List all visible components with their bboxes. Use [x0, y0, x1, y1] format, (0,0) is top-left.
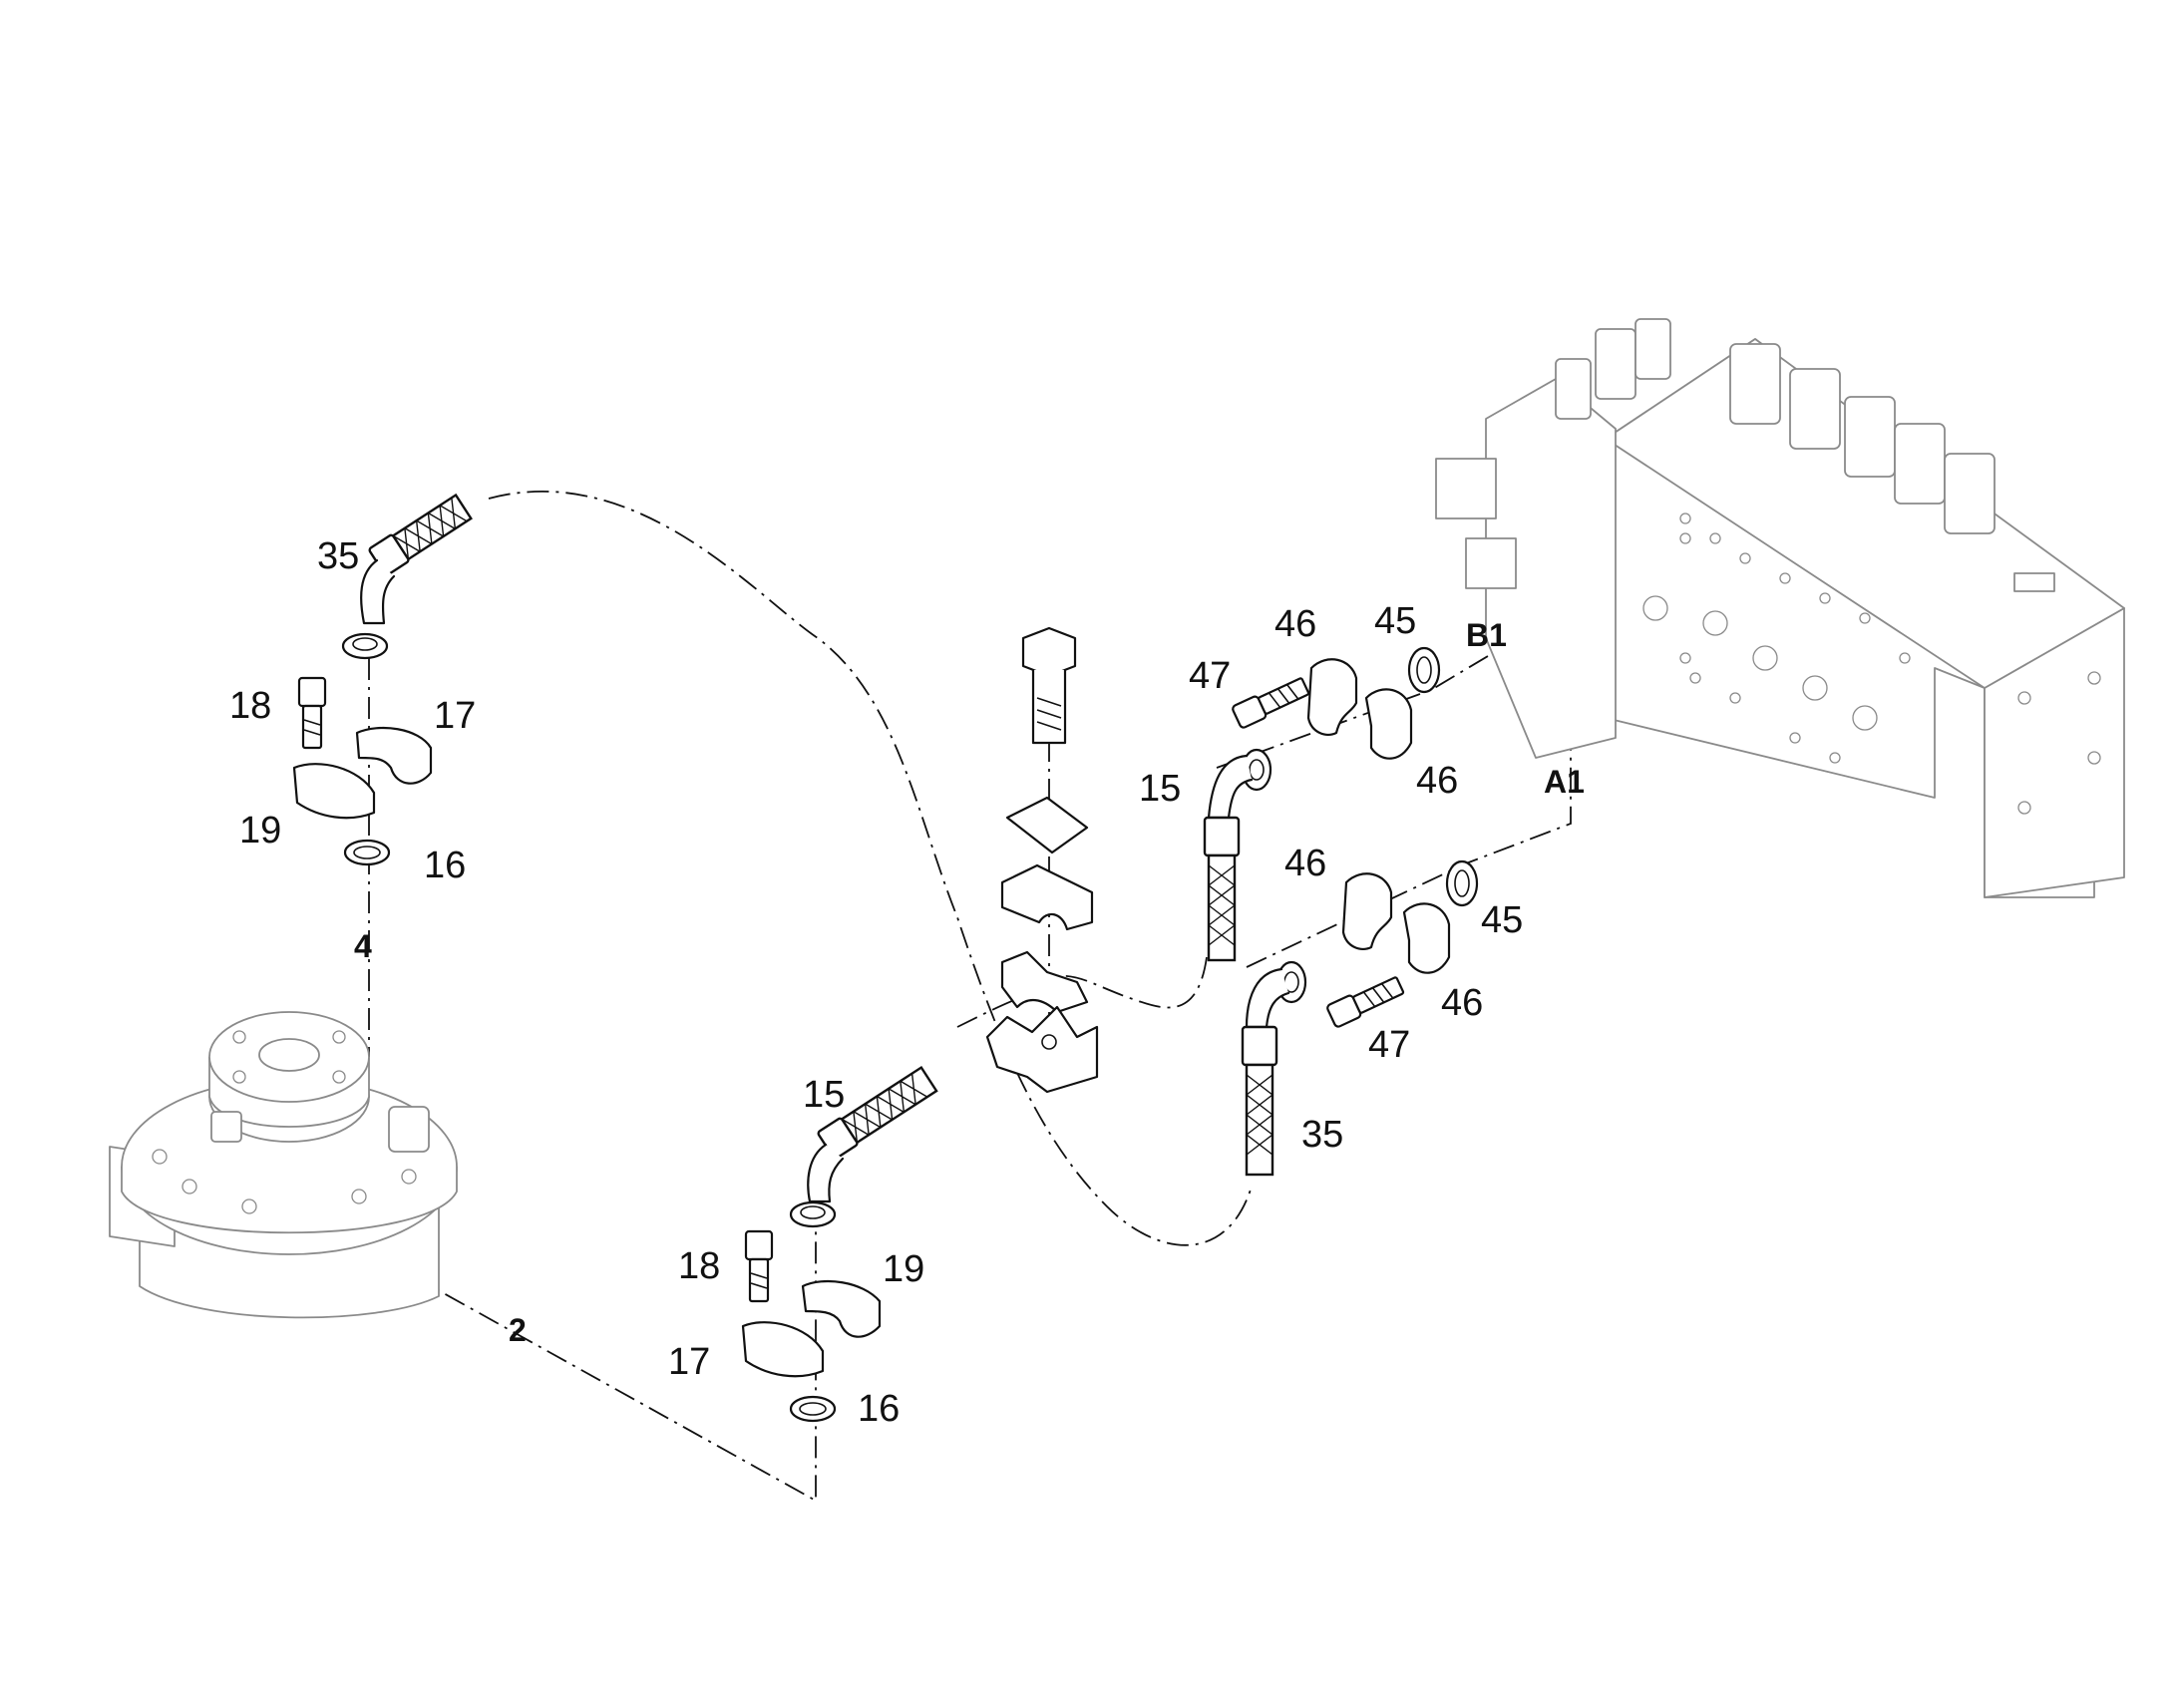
- o-ring-45-upper: [1407, 646, 1441, 694]
- flange-half-17-left: [355, 726, 433, 785]
- callout-18-left: 18: [229, 685, 271, 727]
- bolt-18-left: [297, 676, 327, 750]
- callout-46-lower-b: 46: [1441, 982, 1483, 1024]
- callout-45-lower: 45: [1481, 899, 1523, 941]
- clamp-plate-top: [1005, 796, 1089, 854]
- clamp-assembly: [985, 626, 1099, 1094]
- callout-19-left: 19: [239, 810, 281, 852]
- flange-half-46-lower-a: [1341, 872, 1393, 950]
- o-ring-16-left: [343, 839, 391, 866]
- hose-35-upper: [341, 493, 473, 660]
- callout-16-left: 16: [424, 845, 466, 886]
- bolt-18-mid: [744, 1229, 774, 1303]
- callout-18-mid: 18: [678, 1245, 720, 1287]
- callout-15-mid: 15: [803, 1074, 845, 1116]
- o-ring-45-lower: [1445, 859, 1479, 907]
- callout-16-mid: 16: [858, 1388, 900, 1430]
- callout-45-upper: 45: [1374, 600, 1416, 642]
- lower-flange-group: [1326, 859, 1479, 1028]
- leader-hose15-upper-to-clamp: [1046, 956, 1208, 1009]
- flange-half-46-upper-b: [1364, 688, 1413, 760]
- clamp-half-upper: [1000, 863, 1094, 931]
- clamp-bracket: [985, 1005, 1099, 1094]
- callout-47-lower: 47: [1368, 1024, 1410, 1066]
- valve-spools: [1555, 318, 1996, 534]
- callout-port-b1: B1: [1466, 617, 1507, 653]
- flange-half-46-lower-b: [1402, 902, 1451, 974]
- callout-46-upper-a: 46: [1274, 603, 1316, 645]
- flange-half-19-mid: [801, 1279, 882, 1338]
- hose-35-lower: [1241, 960, 1307, 1177]
- callout-17-left: 17: [434, 695, 476, 737]
- callout-46-lower-a: 46: [1284, 843, 1326, 884]
- callout-ref-2: 2: [509, 1312, 527, 1348]
- control-valve-block: [1435, 318, 2125, 898]
- callout-labels: 35 18 17 19 16 4 2 15 18 19 17 16 47 46 …: [229, 535, 1585, 1430]
- clamp-half-lower: [1000, 950, 1089, 1014]
- hose-15-mid: [789, 1065, 938, 1228]
- callout-46-upper-b: 46: [1416, 760, 1458, 802]
- callout-47-upper: 47: [1189, 655, 1231, 697]
- hex-bolt: [1021, 626, 1077, 745]
- callout-17-mid: 17: [668, 1341, 710, 1383]
- callout-15-upper: 15: [1139, 768, 1181, 810]
- hose-15-upper: [1203, 748, 1272, 962]
- bolt-47-upper: [1232, 677, 1310, 729]
- callout-ref-4: 4: [354, 928, 372, 964]
- leader-a1: [1246, 657, 1686, 968]
- leader-hose35-to-hose35-lower: [488, 491, 1253, 1246]
- callout-35-lower: 35: [1301, 1114, 1343, 1156]
- upper-flange-group: [1232, 646, 1441, 760]
- mid-flange-group: [741, 1229, 882, 1423]
- flange-half-17-mid: [741, 1321, 825, 1378]
- left-flange-group: [292, 676, 433, 866]
- callout-port-a1: A1: [1544, 764, 1585, 800]
- o-ring-16-mid: [789, 1395, 837, 1423]
- bolt-47-lower: [1326, 976, 1405, 1028]
- flange-half-46-upper-a: [1306, 658, 1358, 736]
- flange-half-19-left: [292, 763, 376, 820]
- callout-19-mid: 19: [883, 1248, 924, 1290]
- swivel-joint: [109, 1011, 458, 1319]
- valve-ports: [1642, 512, 2101, 815]
- callout-35-upper: 35: [317, 535, 359, 577]
